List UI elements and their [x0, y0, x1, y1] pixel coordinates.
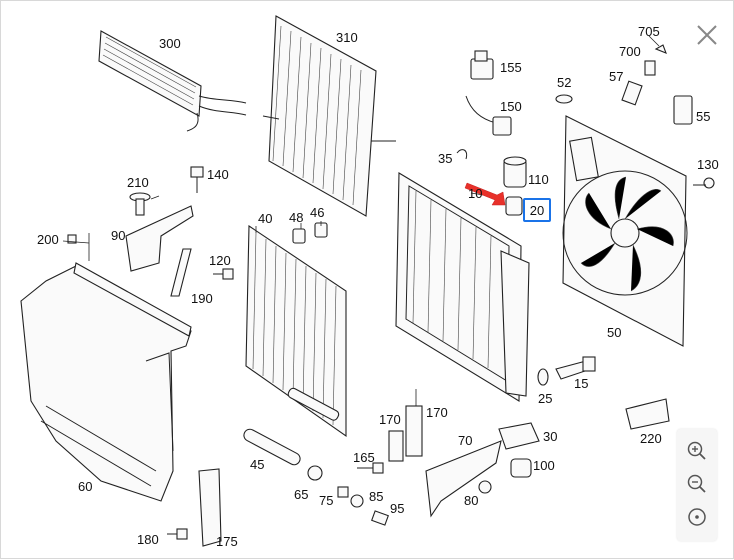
- part-120-bolt[interactable]: [213, 268, 234, 280]
- part-25-ring[interactable]: [537, 368, 549, 386]
- part-number-labels: 300 310 155 150 705 700 57 52 55 35 110 …: [37, 24, 719, 549]
- part-65-nut[interactable]: [307, 465, 323, 481]
- part-40-condenser[interactable]: [245, 224, 347, 438]
- label-120[interactable]: 120: [209, 253, 231, 268]
- reset-view-button[interactable]: [685, 505, 709, 529]
- label-30[interactable]: 30: [543, 429, 557, 444]
- label-170-left[interactable]: 170: [379, 412, 401, 427]
- label-85[interactable]: 85: [369, 489, 383, 504]
- part-200-clip[interactable]: [67, 234, 77, 244]
- zoom-controls: [677, 429, 717, 541]
- label-220[interactable]: 220: [640, 431, 662, 446]
- label-310[interactable]: 310: [336, 30, 358, 45]
- label-130[interactable]: 130: [697, 157, 719, 172]
- part-110-cap[interactable]: [503, 156, 527, 188]
- label-200[interactable]: 200: [37, 232, 59, 247]
- label-40[interactable]: 40: [258, 211, 272, 226]
- part-310-radiator[interactable]: [262, 15, 396, 217]
- label-110[interactable]: 110: [528, 172, 549, 187]
- label-10[interactable]: 10: [468, 186, 482, 201]
- label-175[interactable]: 175: [216, 534, 238, 549]
- label-80[interactable]: 80: [464, 493, 478, 508]
- close-icon: [697, 25, 717, 45]
- part-70-deflector[interactable]: [425, 440, 502, 518]
- label-705[interactable]: 705: [638, 24, 660, 39]
- label-700[interactable]: 700: [619, 44, 641, 59]
- part-60-frame[interactable]: [20, 262, 192, 502]
- part-170-bracket-right[interactable]: [405, 405, 423, 457]
- part-48-grommet[interactable]: [292, 228, 306, 244]
- part-155-connector[interactable]: [470, 50, 494, 80]
- label-90[interactable]: 90: [111, 228, 125, 243]
- label-46[interactable]: 46: [310, 205, 324, 220]
- label-55[interactable]: 55: [696, 109, 710, 124]
- label-75[interactable]: 75: [319, 493, 333, 508]
- label-15[interactable]: 15: [574, 376, 588, 391]
- label-170-right[interactable]: 170: [426, 405, 448, 420]
- label-140[interactable]: 140: [207, 167, 229, 182]
- zoom-in-icon: [687, 441, 706, 460]
- label-100[interactable]: 100: [533, 458, 555, 473]
- label-48[interactable]: 48: [289, 210, 303, 225]
- reset-view-icon: [688, 508, 706, 526]
- label-165[interactable]: 165: [353, 450, 375, 465]
- part-150-sensor[interactable]: [465, 95, 512, 136]
- part-75-bolt[interactable]: [337, 486, 349, 498]
- zoom-out-icon: [687, 474, 706, 493]
- part-85-nut[interactable]: [350, 494, 364, 508]
- part-300-oil-cooler[interactable]: [98, 30, 247, 132]
- part-30-mount[interactable]: [498, 422, 540, 450]
- zoom-out-button[interactable]: [685, 472, 709, 496]
- label-52[interactable]: 52: [557, 75, 571, 90]
- label-25[interactable]: 25: [538, 391, 552, 406]
- label-190[interactable]: 190: [191, 291, 213, 306]
- label-210[interactable]: 210: [127, 175, 149, 190]
- label-57[interactable]: 57: [609, 69, 623, 84]
- close-button[interactable]: [693, 21, 721, 49]
- label-300[interactable]: 300: [159, 36, 181, 51]
- part-52-washer[interactable]: [555, 94, 573, 104]
- part-220-bracket[interactable]: [625, 398, 670, 430]
- part-57-bracket[interactable]: [621, 60, 656, 106]
- part-80-clip[interactable]: [478, 480, 492, 494]
- label-35[interactable]: 35: [438, 151, 452, 166]
- part-175-bracket[interactable]: [198, 468, 222, 547]
- zoom-in-button[interactable]: [685, 439, 709, 463]
- part-15-fitting[interactable]: [555, 356, 596, 380]
- part-45-drier[interactable]: [242, 427, 302, 467]
- callout-arrow: [464, 182, 506, 206]
- label-60[interactable]: 60: [78, 479, 92, 494]
- label-180[interactable]: 180: [137, 532, 159, 547]
- label-155[interactable]: 155: [500, 60, 522, 75]
- label-50[interactable]: 50: [607, 325, 621, 340]
- part-140-bolt[interactable]: [190, 166, 204, 193]
- part-55-bracket[interactable]: [673, 95, 693, 125]
- part-10-radiator[interactable]: [395, 172, 530, 402]
- label-65[interactable]: 65: [294, 487, 308, 502]
- part-90-bracket[interactable]: [125, 205, 194, 272]
- label-95[interactable]: 95: [390, 501, 404, 516]
- part-35-clip[interactable]: [456, 149, 468, 160]
- label-70[interactable]: 70: [458, 433, 472, 448]
- part-95-bolt[interactable]: [371, 510, 389, 526]
- highlighted-part-number: 20: [529, 203, 545, 218]
- part-20-cap[interactable]: [505, 196, 523, 216]
- label-45[interactable]: 45: [250, 457, 264, 472]
- part-210-clip[interactable]: [129, 192, 151, 216]
- part-705-clip[interactable]: [654, 44, 667, 54]
- part-100-rubber-mount[interactable]: [510, 458, 532, 478]
- part-180-bolt[interactable]: [167, 528, 188, 540]
- highlighted-part-20[interactable]: 20: [523, 198, 551, 222]
- part-190-strut[interactable]: [170, 248, 192, 297]
- part-130-bolt[interactable]: [693, 177, 715, 189]
- label-150[interactable]: 150: [500, 99, 522, 114]
- part-50-fan-shroud[interactable]: [562, 115, 688, 347]
- part-165-bolt[interactable]: [357, 462, 384, 474]
- part-170-bracket-left[interactable]: [388, 430, 404, 462]
